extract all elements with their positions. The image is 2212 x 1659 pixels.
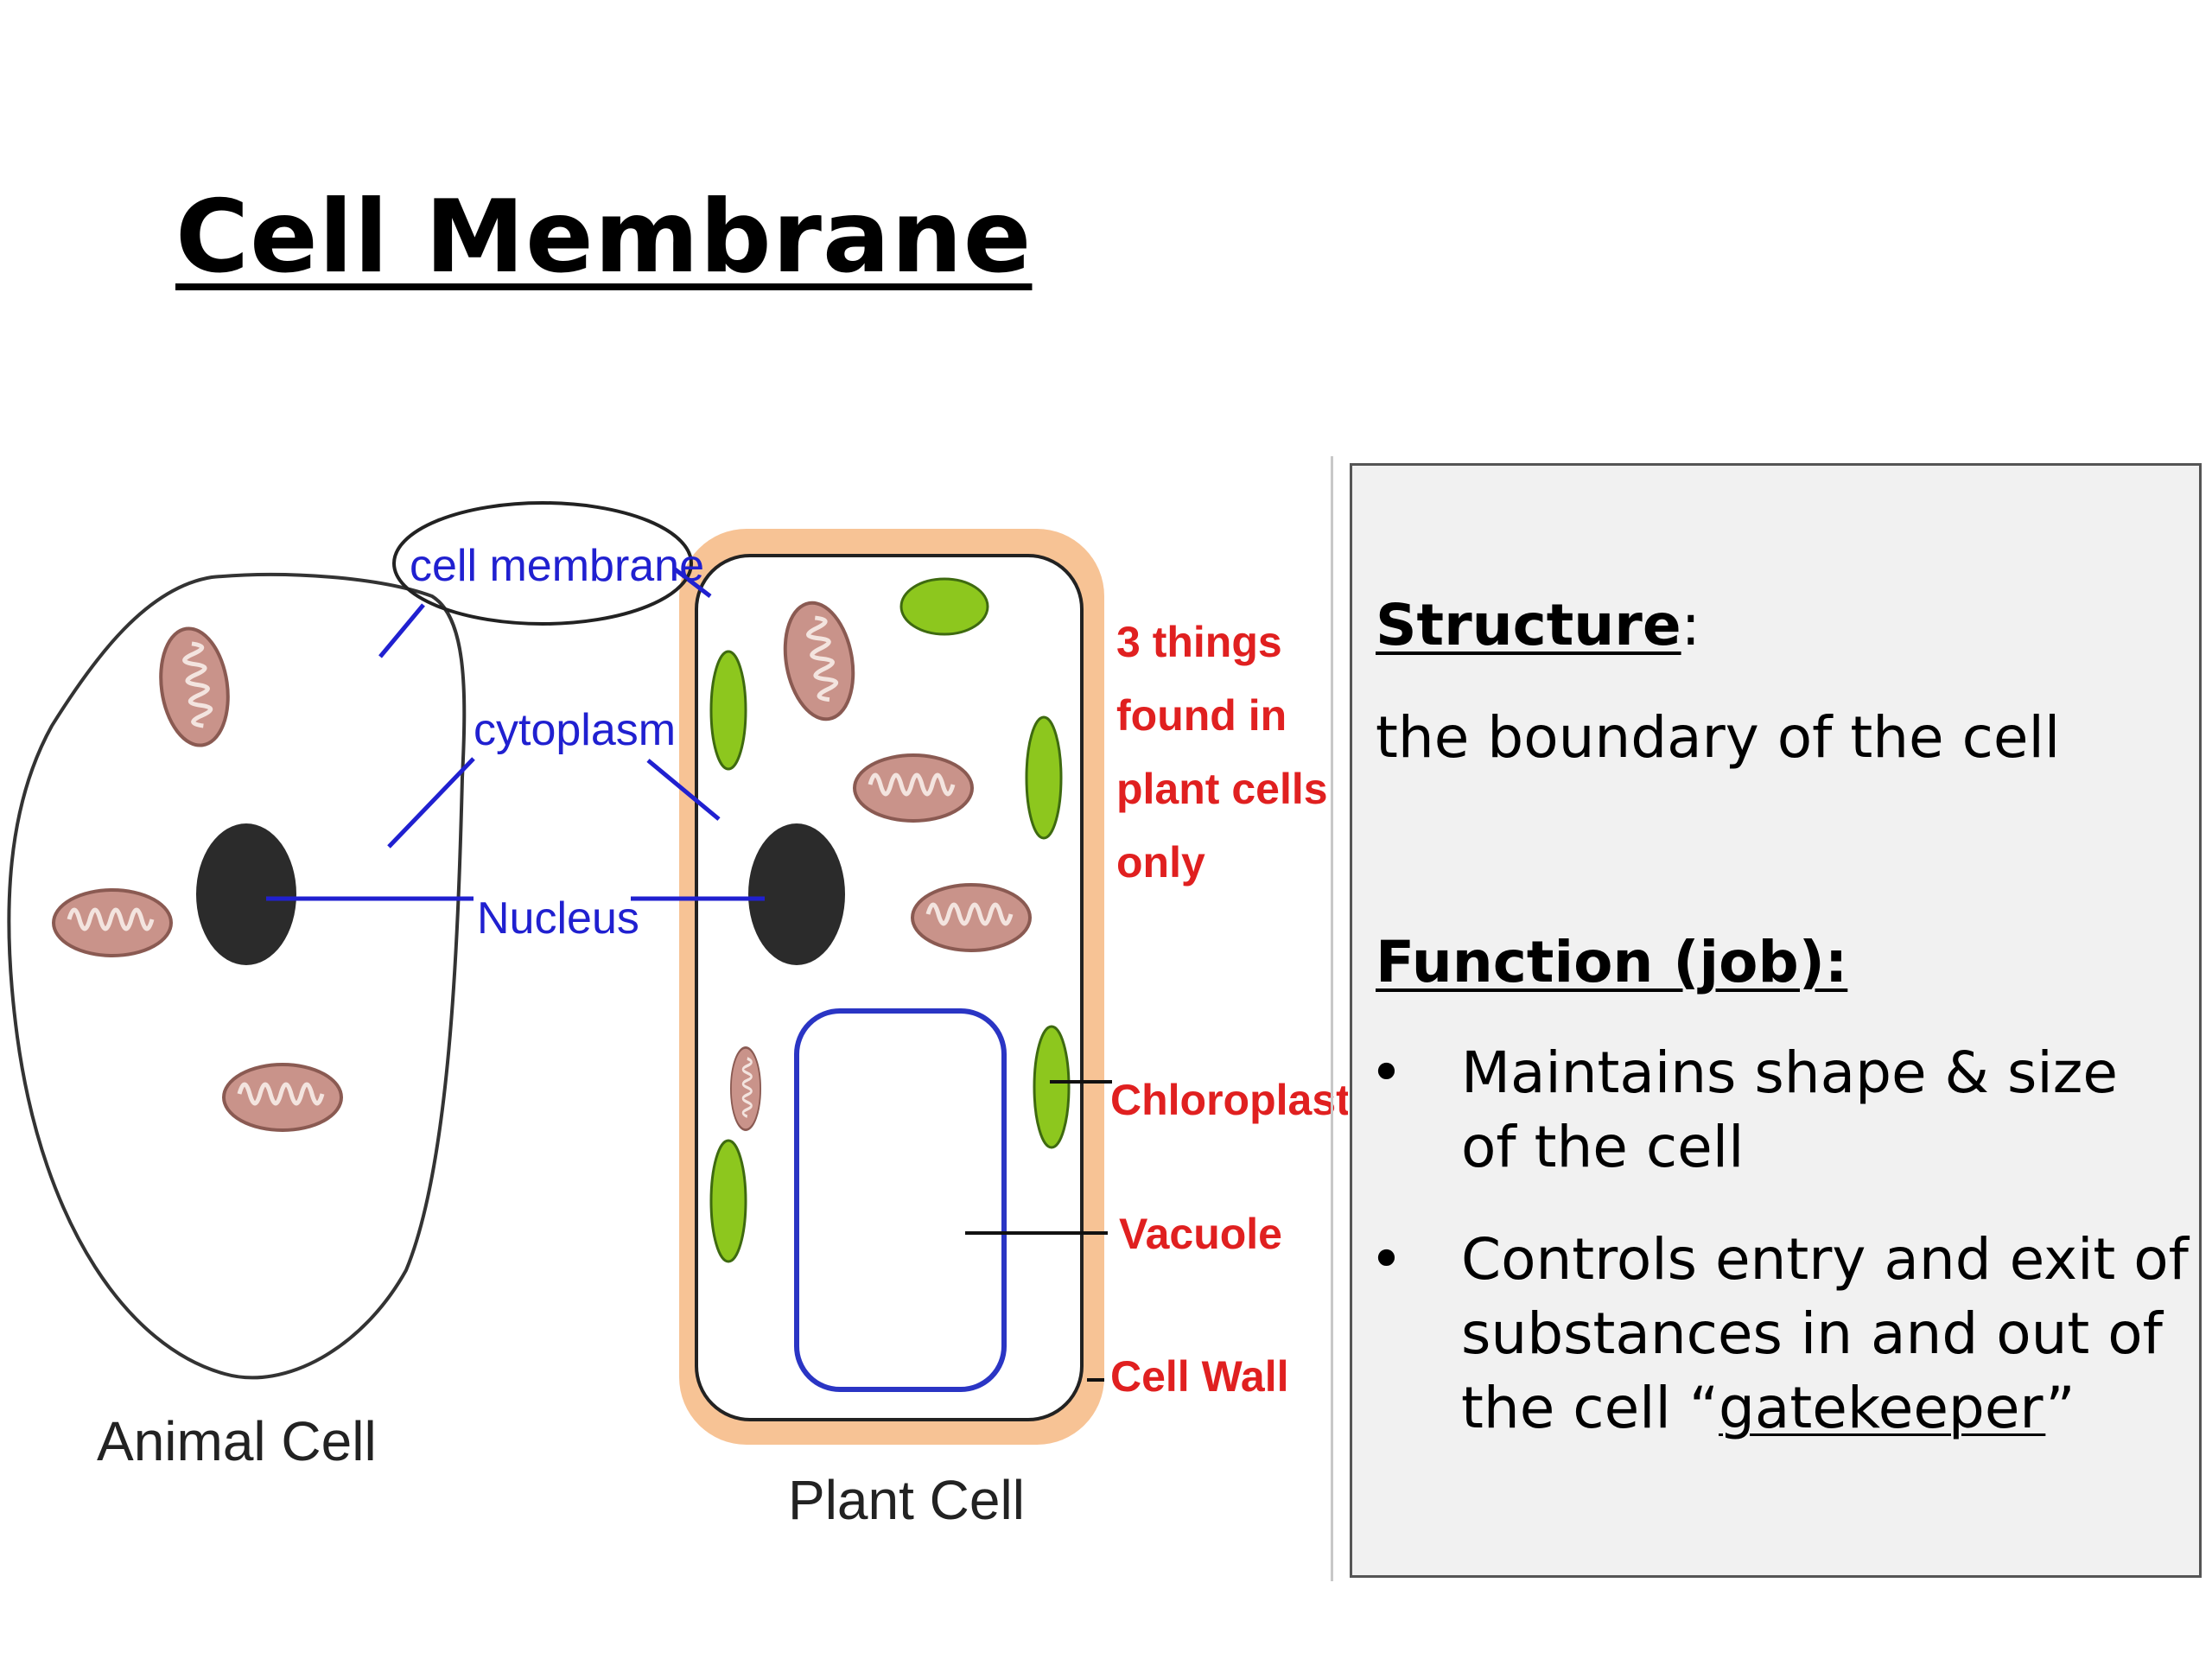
- chloroplast: [1025, 715, 1063, 840]
- list-item: Maintains shape & size of the cell: [1370, 1036, 2190, 1185]
- cell-membrane-highlight: [392, 501, 693, 626]
- label-cell-wall: Cell Wall: [1110, 1352, 1289, 1401]
- slide-title: Cell Membrane: [175, 179, 1033, 296]
- mitochondrion: [224, 1065, 341, 1130]
- label-animal-cell: Animal Cell: [97, 1410, 377, 1472]
- label-vacuole: Vacuole: [1119, 1210, 1282, 1258]
- label-plant-cell: Plant Cell: [788, 1469, 1025, 1531]
- mitochondrion: [855, 755, 972, 821]
- label-chloroplast: Chloroplast: [1110, 1076, 1348, 1124]
- structure-heading-label: Structure: [1376, 592, 1681, 658]
- label-plant-only-line-3: plant cells: [1116, 765, 1328, 813]
- list-item: Controls entry and exit of substances in…: [1370, 1223, 2190, 1446]
- function-heading: Function (job):: [1376, 929, 1847, 995]
- pointer-cytoplasm-animal: [387, 757, 475, 849]
- structure-text: the boundary of the cell: [1376, 704, 2061, 771]
- label-plant-only-line-2: found in: [1116, 691, 1287, 740]
- pointer-cytoplasm-plant: [646, 759, 721, 821]
- bullet-text-after: ”: [2045, 1375, 2075, 1441]
- mitochondrion: [54, 890, 171, 956]
- mitochondrion: [912, 885, 1030, 950]
- label-nucleus: Nucleus: [477, 893, 639, 944]
- pointer-cell-membrane-plant: [672, 567, 712, 598]
- vacuole: [794, 1008, 1007, 1392]
- plant-nucleus: [748, 823, 845, 965]
- structure-heading-colon: :: [1681, 592, 1700, 658]
- label-cytoplasm: cytoplasm: [474, 705, 676, 755]
- chloroplast: [1033, 1025, 1071, 1149]
- cell-diagram: cell membrane cytoplasm Nucleus 3 things…: [7, 501, 1348, 1531]
- bullet-text: Maintains shape & size of the cell: [1461, 1039, 2118, 1180]
- animal-nucleus: [196, 823, 296, 965]
- chloroplast: [709, 650, 747, 771]
- label-cell-membrane: cell membrane: [410, 541, 704, 591]
- pointer-cell-membrane-animal: [378, 603, 425, 658]
- info-panel: Structure: the boundary of the cell Func…: [1350, 463, 2202, 1578]
- function-list: Maintains shape & size of the cell Contr…: [1370, 1036, 2190, 1484]
- bullet-text-before: Controls entry and exit of substances in…: [1461, 1226, 2189, 1441]
- chloroplast: [899, 577, 989, 636]
- label-plant-only-line-4: only: [1116, 838, 1205, 887]
- animal-cell-membrane: [7, 572, 467, 1380]
- gatekeeper-emphasis: gatekeeper: [1719, 1375, 2046, 1441]
- structure-heading: Structure:: [1376, 592, 1700, 658]
- function-heading-label: Function (job):: [1376, 929, 1848, 995]
- mitochondrion: [729, 1046, 762, 1132]
- panel-divider: [1331, 456, 1333, 1581]
- label-plant-only-line-1: 3 things: [1116, 618, 1282, 666]
- chloroplast: [709, 1139, 747, 1263]
